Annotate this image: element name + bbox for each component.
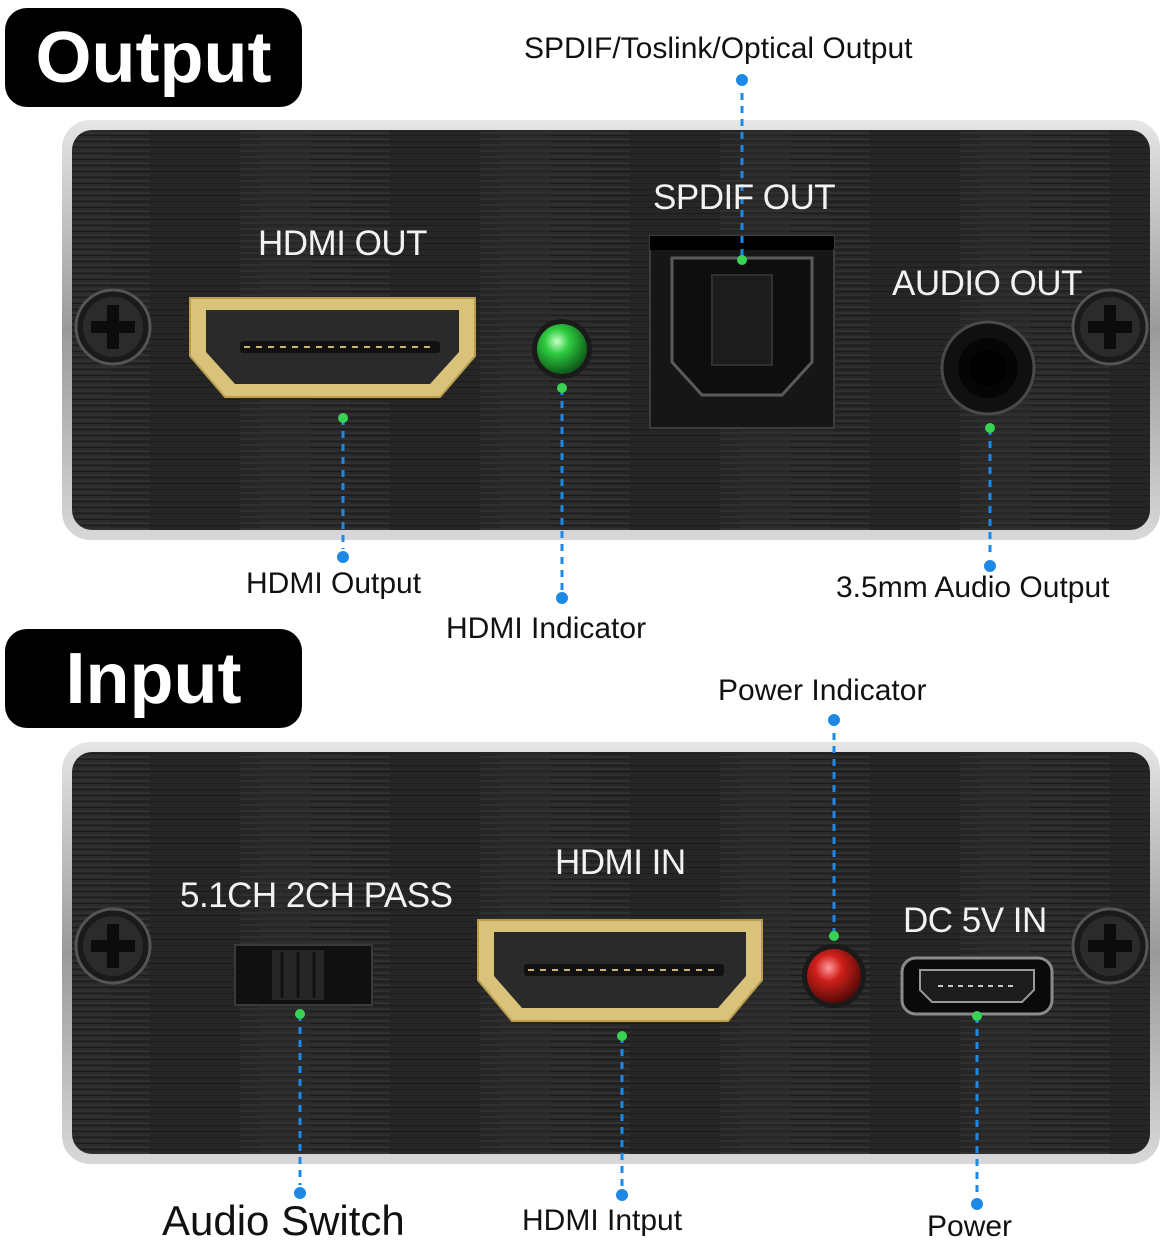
input-heading: Input <box>5 629 302 728</box>
spdif-callout: SPDIF/Toslink/Optical Output <box>524 32 913 65</box>
micro-usb-port-icon <box>900 956 1054 1016</box>
output-panel <box>62 120 1160 540</box>
audio-output-callout: 3.5mm Audio Output <box>836 571 1110 604</box>
hdmi-indicator-callout: HDMI Indicator <box>446 612 647 645</box>
screw-icon <box>1071 288 1149 366</box>
hdmi-port-icon <box>189 297 476 398</box>
hdmi-in-label: HDMI IN <box>555 843 686 882</box>
hdmi-input-callout: HDMI Intput <box>522 1204 683 1237</box>
screw-icon <box>74 907 152 985</box>
audio-jack-icon <box>940 320 1036 416</box>
dc-in-label: DC 5V IN <box>903 901 1047 940</box>
leader-dots <box>292 72 998 1212</box>
leader-lines <box>298 80 992 1204</box>
hdmi-port-icon <box>477 919 763 1022</box>
optical-port-icon <box>649 235 835 429</box>
power-indicator-callout: Power Indicator <box>718 674 927 707</box>
led-icon <box>532 319 592 379</box>
audio-out-label: AUDIO OUT <box>892 264 1082 303</box>
switch-modes-label: 5.1CH 2CH PASS <box>180 876 453 915</box>
spdif-out-label: SPDIF OUT <box>653 178 836 217</box>
hdmi-output-callout: HDMI Output <box>246 567 422 600</box>
screw-icon <box>1071 907 1149 985</box>
led-icon <box>802 944 866 1008</box>
slide-switch-icon <box>234 944 373 1006</box>
screw-icon <box>74 288 152 366</box>
hdmi-out-label: HDMI OUT <box>258 224 428 263</box>
power-callout: Power <box>927 1210 1013 1243</box>
output-heading: Output <box>5 8 302 107</box>
input-panel <box>62 742 1160 1164</box>
audio-switch-callout: Audio Switch <box>162 1197 405 1244</box>
